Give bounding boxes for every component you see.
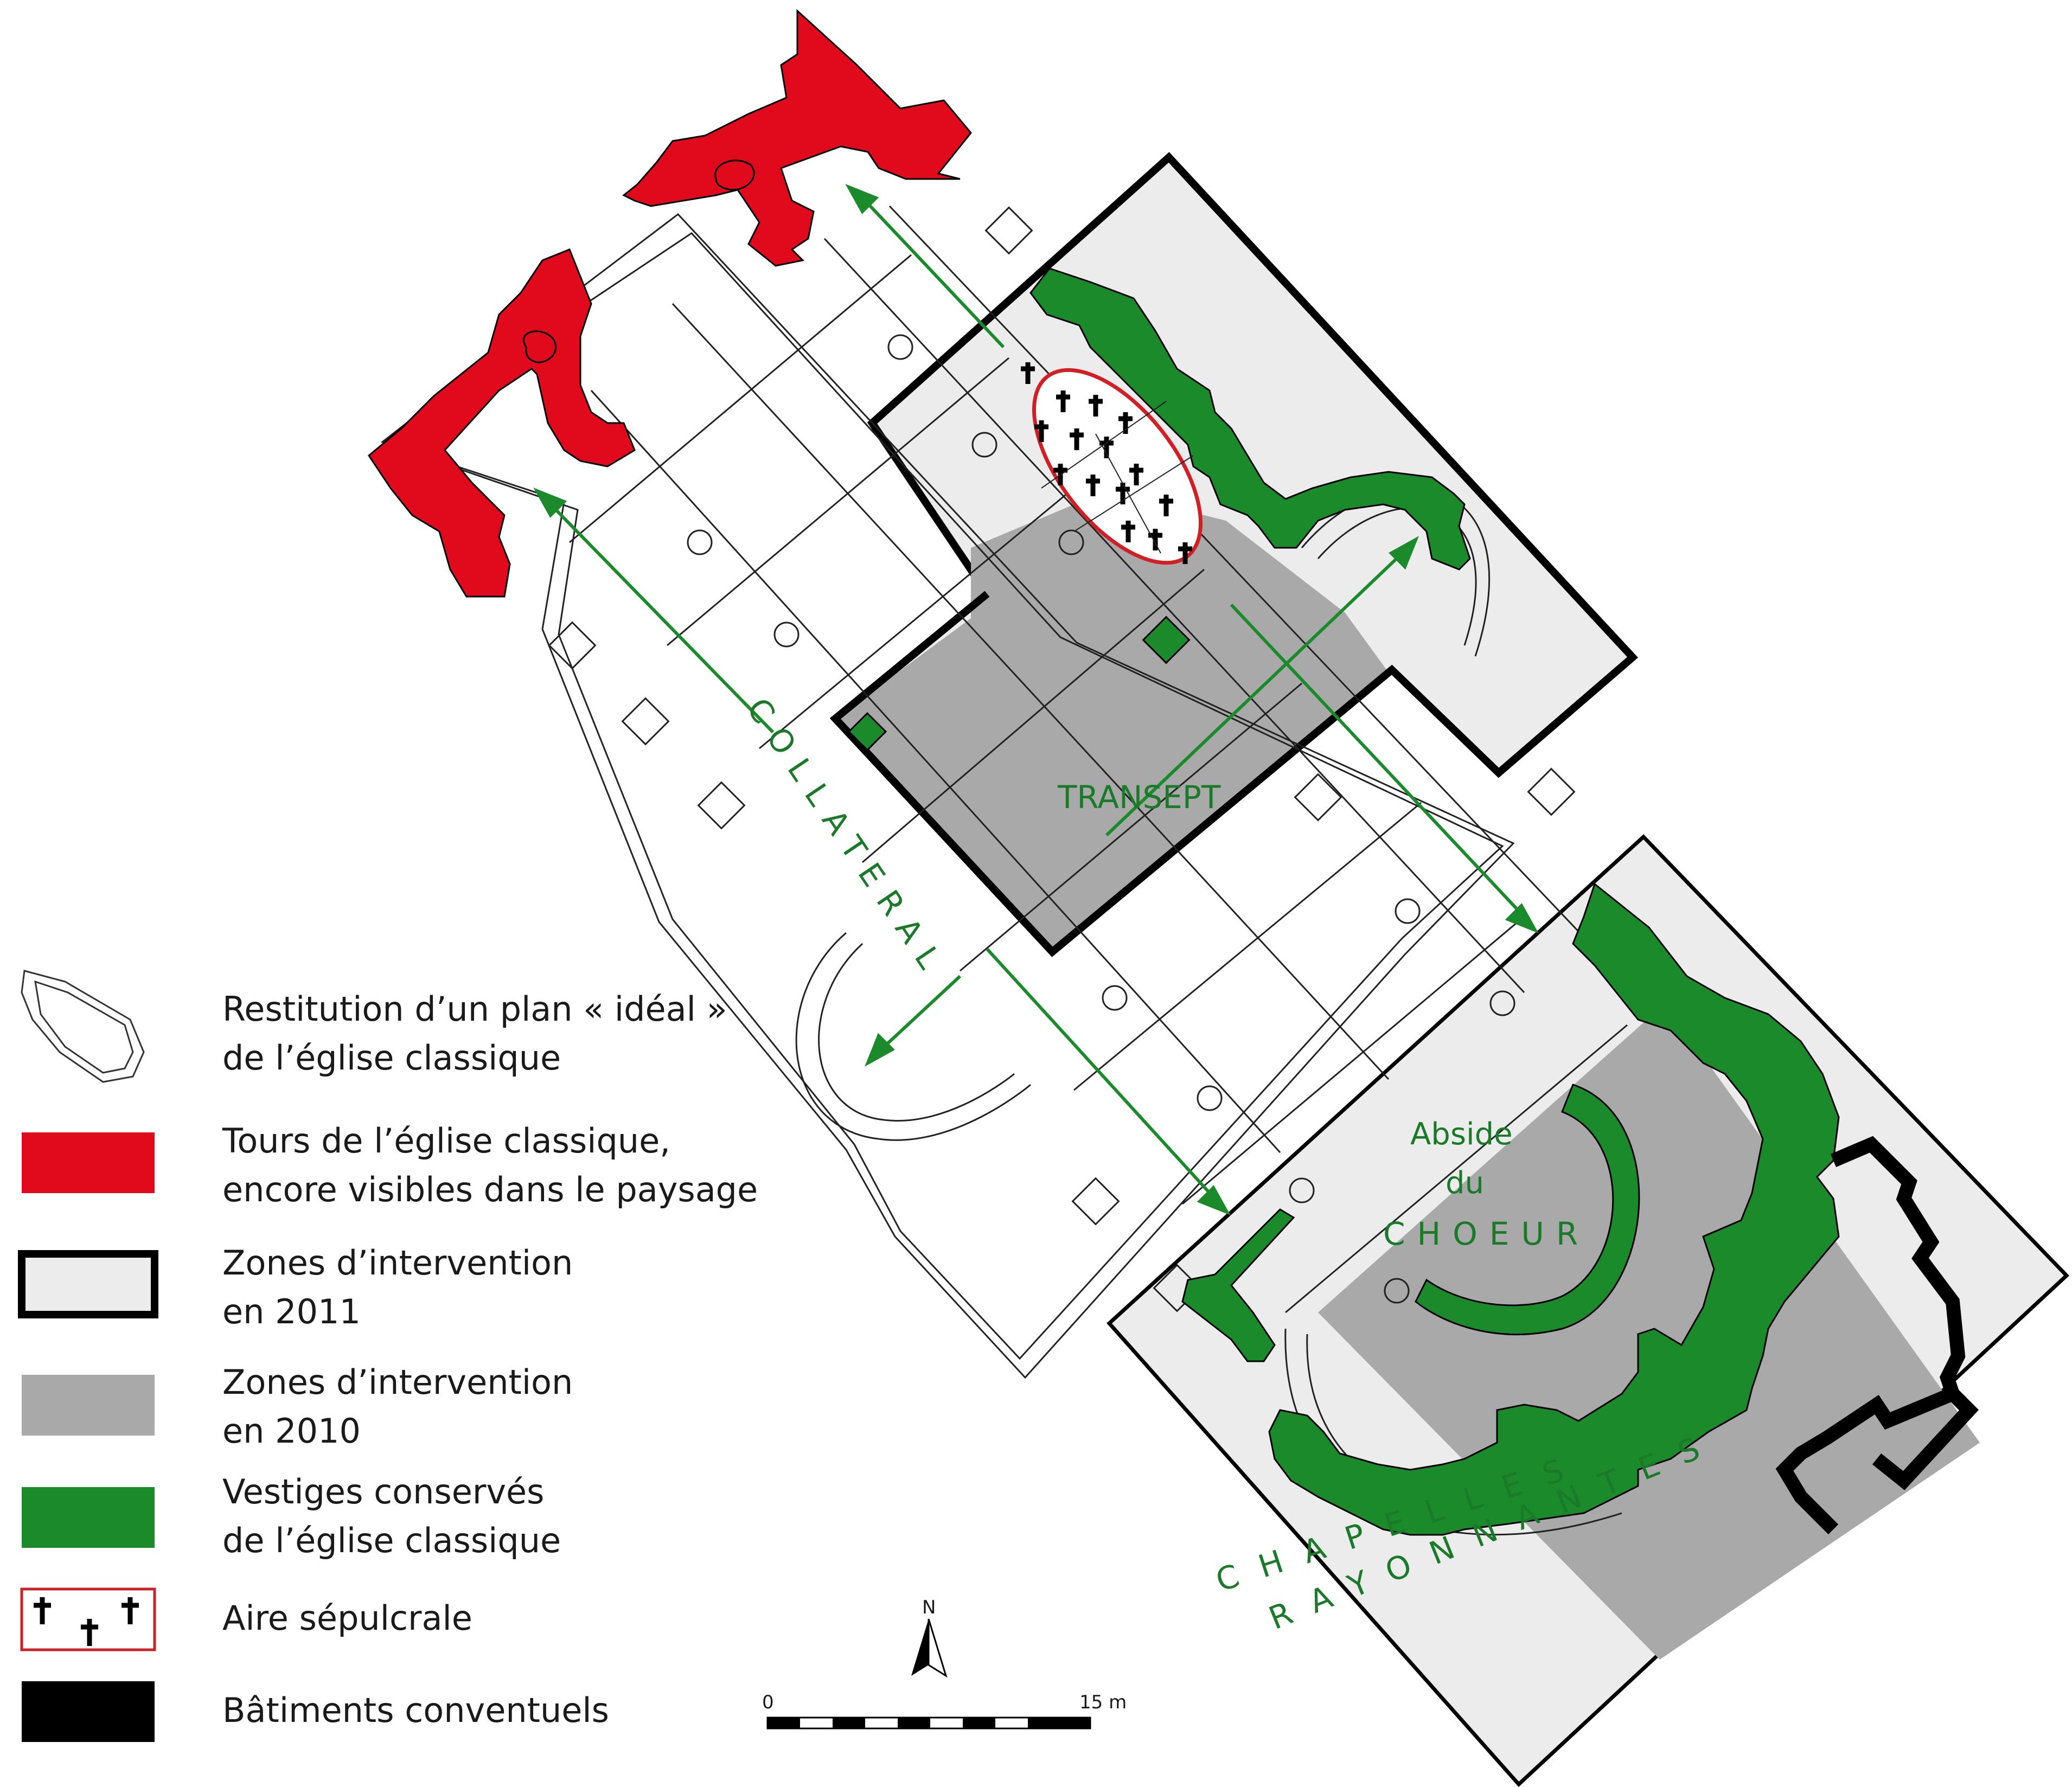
legend-5-line1: Vestiges conservés (222, 1472, 544, 1511)
legend-1-line2: de l’église classique (222, 1038, 561, 1078)
legend: Restitution d’un plan « idéal » de l’égl… (18, 970, 758, 1742)
pillars (687, 334, 1515, 1304)
scale-end-label: 15 m (1079, 1692, 1127, 1713)
sepulchral-area (1021, 362, 1203, 565)
legend-5-line2: de l’église classique (222, 1521, 561, 1560)
legend-3-line2: en 2011 (222, 1292, 361, 1331)
legend-4-line1: Zones d’intervention (222, 1362, 573, 1402)
grave-crosses (1021, 362, 1192, 564)
tower-north (622, 9, 972, 267)
legend-2-line1: Tours de l’église classique, (222, 1121, 670, 1161)
crosses-swatch (20, 1587, 156, 1651)
legend-6-line1: Aire sépulcrale (222, 1598, 472, 1638)
red-swatch (22, 1132, 155, 1193)
classical-church-towers (368, 9, 972, 598)
grey-swatch (22, 1375, 155, 1436)
buttresses (548, 206, 1576, 1312)
tower-south (368, 248, 636, 598)
light-grey-bordered-swatch (18, 1250, 158, 1318)
north-arrow: N (911, 1597, 948, 1678)
convent-buildings (1775, 1136, 1979, 1535)
scale-bar: 0 15 m (762, 1692, 1127, 1730)
label-choeur: CHOEUR (1383, 1215, 1590, 1252)
legend-4-line2: en 2010 (222, 1411, 361, 1451)
legend-7-line1: Bâtiments conventuels (222, 1690, 609, 1730)
label-du: du (1446, 1165, 1484, 1201)
scale-start-label: 0 (762, 1692, 774, 1713)
label-abside: Abside (1410, 1117, 1513, 1152)
green-swatch (22, 1487, 155, 1548)
black-swatch (22, 1681, 155, 1742)
label-transept: TRANSEPT (1057, 779, 1221, 816)
ideal-plan (380, 205, 1628, 1536)
legend-3-line1: Zones d’intervention (222, 1243, 573, 1283)
legend-2-line2: encore visibles dans le paysage (222, 1170, 758, 1209)
ideal-plan-icon (21, 970, 145, 1083)
north-label: N (922, 1597, 936, 1618)
direction-arrows (533, 184, 1539, 1215)
preserved-remains (847, 267, 1840, 1536)
legend-1-line1: Restitution d’un plan « idéal » (222, 989, 727, 1029)
